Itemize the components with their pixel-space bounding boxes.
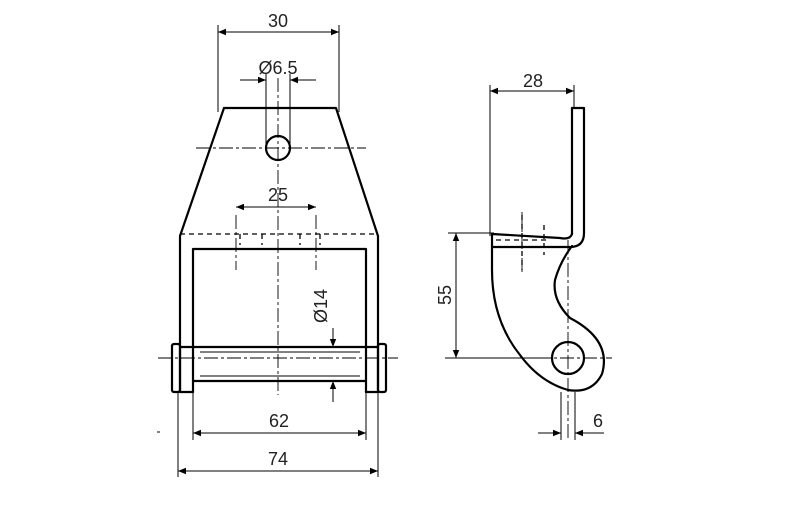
dim-hole-diameter: Ø6.5: [258, 58, 297, 78]
side-view: 28 55 6: [435, 71, 612, 440]
pin-head-left: [170, 342, 182, 394]
pin-head-right: [376, 342, 388, 394]
dim-height: 55: [435, 285, 455, 305]
dim-side-width: 28: [523, 71, 543, 91]
dim-overall-width: 74: [268, 449, 288, 469]
pin-bolt: [191, 345, 368, 383]
side-view-outline: [490, 106, 605, 392]
dim-thickness: 6: [593, 411, 603, 431]
dim-slot-width: 25: [268, 185, 288, 205]
front-view: 30 Ø6.5 25 Ø14 62 74: [158, 11, 398, 477]
dim-inner-width: 62: [269, 411, 289, 431]
dim-top-width: 30: [268, 11, 288, 31]
front-view-outline: [178, 106, 380, 349]
dim-pin-diameter: Ø14: [311, 289, 331, 323]
